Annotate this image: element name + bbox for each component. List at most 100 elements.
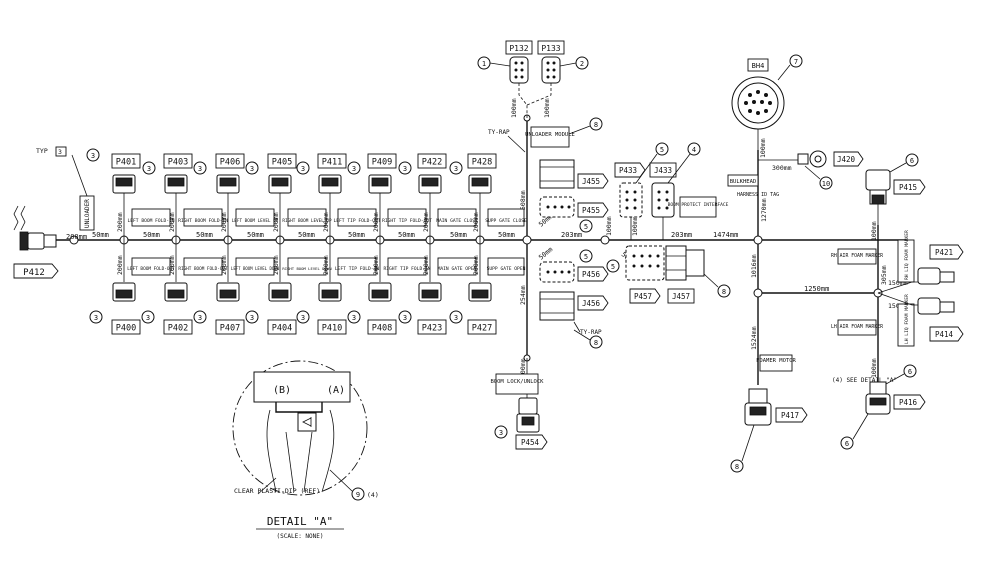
svg-text:5: 5 <box>584 253 588 261</box>
connector-p405: P405 <box>267 153 297 194</box>
svg-text:200mm: 200mm <box>220 212 228 232</box>
svg-text:J420: J420 <box>837 155 856 164</box>
svg-text:1474mm: 1474mm <box>713 231 738 239</box>
svg-text:200mm: 200mm <box>116 212 124 232</box>
svg-text:3: 3 <box>499 429 503 437</box>
label-left-boom-level-down: LEFT BOOM LEVEL DOWN <box>231 266 280 271</box>
svg-text:TYP: TYP <box>36 147 48 155</box>
detail-a: (B) (A) CLEAR PLASTI-DIP (REF) 9 (4) DET… <box>232 360 379 540</box>
label-main-gate-close: MAIN GATE CLOSE <box>436 218 478 224</box>
connector-p422: P422 <box>417 153 447 194</box>
connector-p423: P423 <box>417 282 447 335</box>
svg-text:5: 5 <box>584 223 588 231</box>
bottom-branches <box>123 240 481 282</box>
svg-text:HARNESS ID TAG: HARNESS ID TAG <box>737 192 779 198</box>
svg-text:3: 3 <box>454 314 458 322</box>
svg-text:50mm: 50mm <box>196 231 213 239</box>
svg-text:200mm: 200mm <box>66 233 87 241</box>
svg-text:200mm: 200mm <box>116 255 124 275</box>
connector-p428: P428 <box>467 153 497 194</box>
svg-text:203mm: 203mm <box>671 231 692 239</box>
connector-p408: P408 <box>367 282 397 335</box>
svg-text:1270mm: 1270mm <box>760 198 768 222</box>
svg-text:50mm: 50mm <box>247 231 264 239</box>
svg-text:8: 8 <box>594 339 598 347</box>
svg-text:(B): (B) <box>273 385 291 396</box>
unloader-label: UNLOADER <box>84 199 91 228</box>
svg-text:254mm: 254mm <box>519 285 527 305</box>
label-supp-gate-open: SUPP GATE OPEN <box>487 266 526 272</box>
svg-text:50mm: 50mm <box>398 231 415 239</box>
svg-text:6: 6 <box>908 368 912 376</box>
label-left-boom-level-up: LEFT BOOM LEVEL UP <box>232 218 279 224</box>
label-right-boom-level-down: RIGHT BOOM LEVEL DOWN <box>282 266 332 271</box>
svg-text:3: 3 <box>301 165 305 173</box>
svg-text:P400: P400 <box>116 324 136 334</box>
connector-p409: P409 <box>367 153 397 194</box>
label-right-boom-level-up: RIGHT BOOM LEVEL UP <box>282 218 332 224</box>
p433-j433: P433 J433 BOOM PROTECT INTERFACE 5 4 <box>614 142 729 240</box>
svg-text:3: 3 <box>147 165 151 173</box>
svg-text:8: 8 <box>735 463 739 471</box>
svg-text:3: 3 <box>403 165 407 173</box>
svg-text:P414: P414 <box>935 330 954 339</box>
svg-text:50mm: 50mm <box>92 231 109 239</box>
connector-p403: P403 <box>163 153 193 194</box>
label-right-tip-fold-out: RIGHT TIP FOLD-OUT <box>382 218 432 224</box>
svg-text:100mm: 100mm <box>870 358 878 378</box>
p417-assembly: FOAMER MOTOR P417 8 <box>730 354 808 473</box>
svg-text:3: 3 <box>94 314 98 322</box>
callout-balloons-3: 3 3 3 3 3 3 3 3 3 3 3 3 3 3 3 3 <box>86 148 463 324</box>
trunk-dimensions: 200mm 50mm 50mm 50mm 50mm 50mm 50mm 50mm… <box>66 98 908 378</box>
svg-text:P407: P407 <box>220 324 240 334</box>
svg-text:P402: P402 <box>168 324 188 334</box>
label-left-tip-fold-out: LEFT TIP FOLD-OUT <box>333 218 380 224</box>
connector-p410: P410 <box>317 282 347 335</box>
j455-p455: J455 P455 5 <box>539 159 609 233</box>
svg-text:200mm: 200mm <box>372 255 380 275</box>
svg-text:P401: P401 <box>116 158 136 168</box>
connector-p402: P402 <box>163 282 193 335</box>
svg-text:1016mm: 1016mm <box>750 254 758 278</box>
p412-label: P412 <box>23 268 45 278</box>
svg-text:200mm: 200mm <box>322 212 330 232</box>
svg-text:TY-RAP: TY-RAP <box>488 129 510 136</box>
svg-text:10: 10 <box>822 180 830 188</box>
svg-text:P416: P416 <box>899 398 918 407</box>
svg-text:P422: P422 <box>422 158 442 168</box>
svg-text:3: 3 <box>250 314 254 322</box>
svg-text:J455: J455 <box>582 177 600 186</box>
svg-text:FOAMER MOTOR: FOAMER MOTOR <box>756 358 796 364</box>
svg-text:8: 8 <box>594 121 598 129</box>
p456-j456: 5 P456 J456 TY-RAP 8 <box>539 249 609 349</box>
svg-text:50mm: 50mm <box>537 245 554 261</box>
svg-text:3: 3 <box>146 314 150 322</box>
svg-text:P409: P409 <box>372 158 392 168</box>
svg-text:P423: P423 <box>422 324 442 334</box>
svg-text:200mm: 200mm <box>422 255 430 275</box>
svg-text:50mm: 50mm <box>348 231 365 239</box>
bottom-connector-row: P400 P402 P407 P404 P410 <box>111 282 497 335</box>
label-right-tip-fold-in: RIGHT TIP FOLD-IN <box>383 266 430 272</box>
svg-text:P410: P410 <box>322 324 342 334</box>
svg-text:6: 6 <box>910 157 914 165</box>
svg-text:1: 1 <box>482 60 486 68</box>
label-right-boom-fold-out: RIGHT BOOM FOLD-OUT <box>178 266 228 272</box>
svg-text:200mm: 200mm <box>472 255 480 275</box>
svg-text:100mm: 100mm <box>759 138 767 158</box>
svg-text:200mm: 200mm <box>372 212 380 232</box>
svg-text:P411: P411 <box>322 158 342 168</box>
label-right-boom-fold-in: RIGHT BOOM FOLD-IN <box>178 218 228 224</box>
svg-text:100mm: 100mm <box>605 216 613 236</box>
svg-text:4: 4 <box>692 146 696 154</box>
svg-text:300mm: 300mm <box>772 164 792 172</box>
svg-text:1250mm: 1250mm <box>804 285 829 293</box>
svg-text:3: 3 <box>91 152 95 160</box>
svg-text:3: 3 <box>301 314 305 322</box>
svg-text:150mm: 150mm <box>888 279 908 287</box>
label-main-gate-open: MAIN GATE OPEN <box>438 266 477 272</box>
connector-p400: P400 <box>111 282 141 335</box>
svg-text:305mm: 305mm <box>880 265 888 285</box>
svg-text:200mm: 200mm <box>422 212 430 232</box>
